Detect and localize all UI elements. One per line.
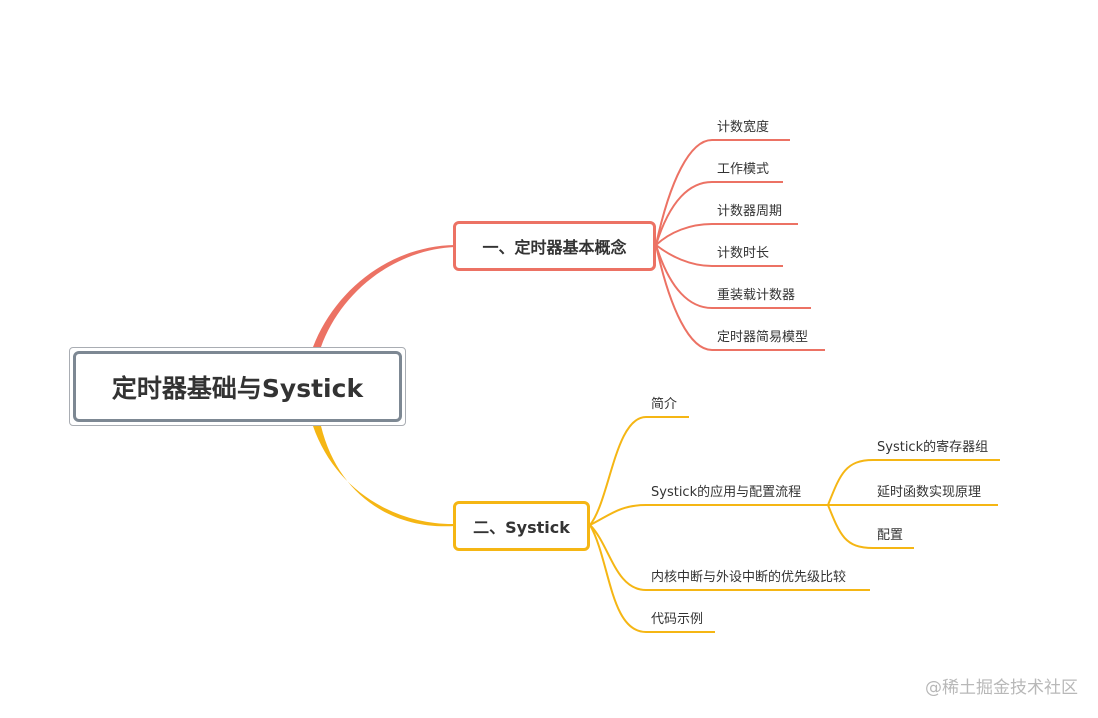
watermark: @稀土掘金技术社区 xyxy=(925,678,1078,698)
root-branch2-connector xyxy=(313,426,455,527)
leaf-code-example[interactable]: 代码示例 xyxy=(651,612,704,627)
branch1-leaf-connectors xyxy=(655,139,825,351)
leaf-systick-flow[interactable]: Systick的应用与配置流程 xyxy=(651,485,802,500)
root-branch1-connector xyxy=(313,245,455,347)
branch1-label: 一、定时器基本概念 xyxy=(482,238,627,257)
branch2-node[interactable]: 二、Systick xyxy=(453,501,590,551)
leaf-systick-registers[interactable]: Systick的寄存器组 xyxy=(877,440,989,455)
leaf-reload-counter[interactable]: 重装载计数器 xyxy=(717,288,796,303)
leaf-timer-model[interactable]: 定时器简易模型 xyxy=(717,330,809,345)
branch1-node[interactable]: 一、定时器基本概念 xyxy=(453,221,656,271)
leaf-count-width[interactable]: 计数宽度 xyxy=(717,120,770,135)
leaf-interrupt-priority[interactable]: 内核中断与外设中断的优先级比较 xyxy=(651,570,847,585)
branch2-label: 二、Systick xyxy=(473,518,570,537)
leaf-counter-period[interactable]: 计数器周期 xyxy=(717,204,783,219)
root-node-label: 定时器基础与Systick xyxy=(73,351,402,422)
leaf-config[interactable]: 配置 xyxy=(877,528,904,543)
root-node[interactable]: 定时器基础与Systick xyxy=(69,347,406,426)
leaf-work-mode[interactable]: 工作模式 xyxy=(717,162,770,177)
leaf-intro[interactable]: 简介 xyxy=(651,397,678,412)
leaf-delay-principle[interactable]: 延时函数实现原理 xyxy=(877,485,982,500)
leaf-count-duration[interactable]: 计数时长 xyxy=(717,246,770,261)
branch2-child-connectors xyxy=(589,416,870,633)
subchild-connectors xyxy=(827,459,1000,549)
